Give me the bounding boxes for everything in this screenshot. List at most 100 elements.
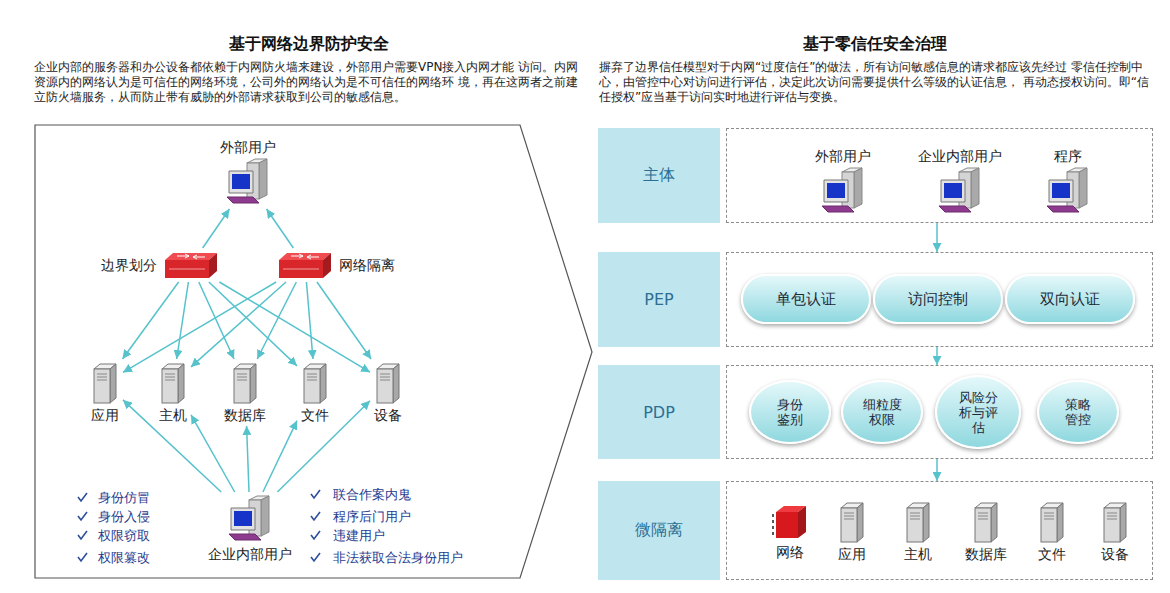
risk-item: 权限篡改 xyxy=(98,550,150,566)
srv-icon xyxy=(300,361,330,405)
icon-node: 设备 xyxy=(370,359,406,426)
connector-arrow xyxy=(267,209,294,248)
pill-label: 访问控制 xyxy=(908,290,968,309)
pill-label: 策略 管控 xyxy=(1064,397,1093,427)
connector-arrow xyxy=(191,282,286,367)
panel-description: 摒弃了边界信任模型对于内网“过度信任”的做法，所有访问敏感信息的请求都应该先经过… xyxy=(599,60,1151,105)
risk-item: 联合作案内鬼 xyxy=(333,487,411,503)
icon-node: 设备 xyxy=(1097,498,1133,565)
pill-label: 细粒度 权限 xyxy=(861,397,902,427)
fw-icon xyxy=(277,250,333,280)
pc-icon xyxy=(225,494,275,544)
icon-label: 网络 xyxy=(776,543,804,561)
layer-row: 单包认证 访问控制 双向认证 PEP xyxy=(598,252,1153,347)
connector-arrow xyxy=(177,282,189,359)
connector-arrow xyxy=(123,400,221,492)
icon-node: 网络 xyxy=(767,500,813,563)
connector-arrow xyxy=(122,282,178,359)
risk-item: 权限窃取 xyxy=(98,528,150,544)
icon-label: 数据库 xyxy=(224,406,266,424)
icon-label: 设备 xyxy=(374,406,402,424)
icon-label: 外部用户 xyxy=(815,147,871,165)
connector-arrow xyxy=(936,223,938,252)
panel-description: 企业内部的服务器和办公设备都依赖于内网防火墙来建设，外部用户需要VPN接入内网才… xyxy=(34,60,584,105)
band-fill: PEP xyxy=(598,252,720,347)
icon-label: 边界划分 xyxy=(101,256,157,274)
connector-arrow xyxy=(191,415,235,492)
srv-icon xyxy=(158,361,188,405)
srv-icon xyxy=(903,500,933,544)
icon-label: 主机 xyxy=(159,406,187,424)
connector-arrow xyxy=(263,421,297,492)
connector-arrow xyxy=(199,282,234,359)
srv-icon xyxy=(90,361,120,405)
band-fill: PDP xyxy=(598,365,720,459)
pill-label: 风险分 析与评 估 xyxy=(957,390,998,435)
icon-node: 文件 xyxy=(1034,498,1070,565)
connector-arrow xyxy=(277,401,370,492)
icon-node: 应用 xyxy=(834,498,870,565)
risk-item: 身份仿冒 xyxy=(98,490,150,506)
panel-title: 基于零信任安全治理 xyxy=(595,34,1155,54)
ellipse-box: 策略 管控 xyxy=(1037,380,1119,444)
pill-box: 双向认证 xyxy=(1005,274,1135,324)
srv-icon xyxy=(373,361,403,405)
pill-box: 访问控制 xyxy=(873,274,1003,324)
panel-title: 基于网络边界防护安全 xyxy=(30,34,588,54)
icon-label: 外部用户 xyxy=(220,138,276,156)
icon-label: 文件 xyxy=(301,406,329,424)
ellipse-box: 细粒度 权限 xyxy=(841,380,923,444)
icon-node: 企业内部用户 xyxy=(205,492,295,565)
row-label: PDP xyxy=(643,403,675,422)
connector-arrow xyxy=(219,282,370,372)
icon-node: 外部用户 xyxy=(217,136,279,209)
icon-label: 主机 xyxy=(904,545,932,563)
cube-icon xyxy=(770,502,810,542)
srv-icon xyxy=(230,361,260,405)
panel-outline xyxy=(35,125,592,578)
pill-label: 身份 鉴别 xyxy=(776,397,805,427)
layer-row: 网络 应用 主机 数据库 文件设备 微隔离 xyxy=(598,481,1153,580)
icon-node: 主机 xyxy=(155,359,191,426)
risk-item: 程序后门用户 xyxy=(333,509,411,525)
connector-arrow xyxy=(936,459,938,481)
dashed-frame xyxy=(726,128,1153,223)
srv-icon xyxy=(837,500,867,544)
icon-label: 设备 xyxy=(1101,545,1129,563)
panel: 外部用户 企业内部用户 程序主体单包认证 访问控制 双向认证 PEP 身份 鉴别 细粒度 权限… xyxy=(595,28,1155,582)
connector-arrow xyxy=(247,426,249,492)
icon-node: 企业内部用户 xyxy=(915,145,1005,218)
pc-icon xyxy=(818,166,868,216)
icon-node: 数据库 xyxy=(221,359,269,426)
ellipse-box: 风险分 析与评 估 xyxy=(935,375,1021,449)
connector-arrow xyxy=(317,282,371,359)
row-label: 主体 xyxy=(643,165,675,186)
icon-node: 主机 xyxy=(900,498,936,565)
layer-row: 外部用户 企业内部用户 程序主体 xyxy=(598,128,1153,223)
icon-label: 程序 xyxy=(1054,147,1082,165)
pc-icon xyxy=(223,157,273,207)
icon-node: 数据库 xyxy=(962,498,1010,565)
row-label: 微隔离 xyxy=(635,520,683,541)
row-label: PEP xyxy=(644,290,673,309)
pill-box: 单包认证 xyxy=(741,274,871,324)
srv-icon xyxy=(1100,500,1130,544)
pill-label: 单包认证 xyxy=(776,290,836,309)
risk-item: 身份入侵 xyxy=(98,509,150,525)
risk-item: 非法获取合法身份用户 xyxy=(333,550,463,566)
icon-label: 网络隔离 xyxy=(339,256,395,274)
dashed-frame xyxy=(726,481,1153,580)
layer-row: 身份 鉴别 细粒度 权限 风险分 析与评 估 策略 管控 PDP xyxy=(598,365,1153,459)
pc-icon xyxy=(935,166,985,216)
icon-label: 数据库 xyxy=(965,545,1007,563)
connector-arrow xyxy=(936,347,938,365)
icon-label: 应用 xyxy=(91,406,119,424)
pill-label: 双向认证 xyxy=(1040,290,1100,309)
fw-icon xyxy=(163,250,219,280)
icon-node: 应用 xyxy=(87,359,123,426)
srv-icon xyxy=(971,500,1001,544)
icon-label: 企业内部用户 xyxy=(208,545,292,563)
srv-icon xyxy=(1037,500,1067,544)
icon-label: 应用 xyxy=(838,545,866,563)
